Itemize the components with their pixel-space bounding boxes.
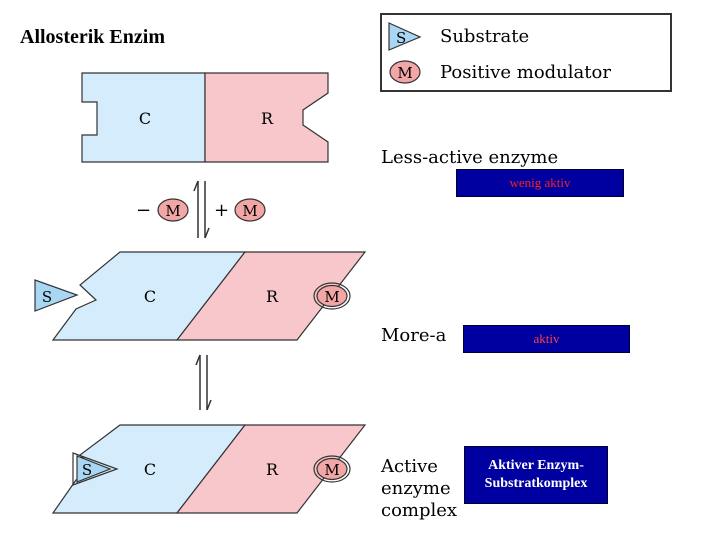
- state-label-complex-line3: complex: [381, 500, 457, 521]
- modulator-label: M: [324, 461, 339, 479]
- plus-sign: +: [214, 200, 229, 221]
- state-label-complex-line1: Active: [380, 456, 438, 477]
- more-active-enzyme: S C R M More-a: [35, 252, 447, 346]
- regulatory-label: R: [266, 460, 279, 479]
- legend-substrate-symbol: S: [396, 29, 406, 47]
- substrate-label: S: [42, 288, 52, 306]
- legend: S Substrate M Positive modulator: [381, 14, 671, 91]
- legend-modulator-symbol: M: [397, 64, 412, 82]
- active-enzyme-complex: S C R M Active enzyme complex: [53, 425, 457, 521]
- catalytic-label: C: [144, 287, 156, 306]
- annotation-aktiv: aktiv: [463, 325, 630, 353]
- state-label-complex-line2: enzyme: [381, 478, 451, 499]
- substrate-label: S: [82, 461, 92, 479]
- modulator-label: M: [324, 288, 339, 306]
- legend-modulator-label: Positive modulator: [440, 62, 611, 83]
- equilibrium-substrate-binding: [196, 355, 211, 410]
- legend-substrate-label: Substrate: [440, 26, 529, 47]
- modulator-plus-label: M: [242, 202, 257, 220]
- modulator-minus-label: M: [165, 202, 180, 220]
- regulatory-label: R: [261, 109, 274, 128]
- catalytic-label: C: [144, 460, 156, 479]
- state-label-more-active: More-a: [381, 325, 447, 346]
- annotation-wenig-aktiv: wenig aktiv: [456, 169, 624, 197]
- equilibrium-modulator-binding: − M + M: [136, 181, 265, 238]
- regulatory-label: R: [266, 287, 279, 306]
- minus-sign: −: [136, 200, 151, 221]
- annotation-komplex: Aktiver Enzym-Substratkomplex: [464, 446, 608, 504]
- state-label-less-active: Less-active enzyme: [381, 147, 558, 168]
- catalytic-label: C: [139, 109, 151, 128]
